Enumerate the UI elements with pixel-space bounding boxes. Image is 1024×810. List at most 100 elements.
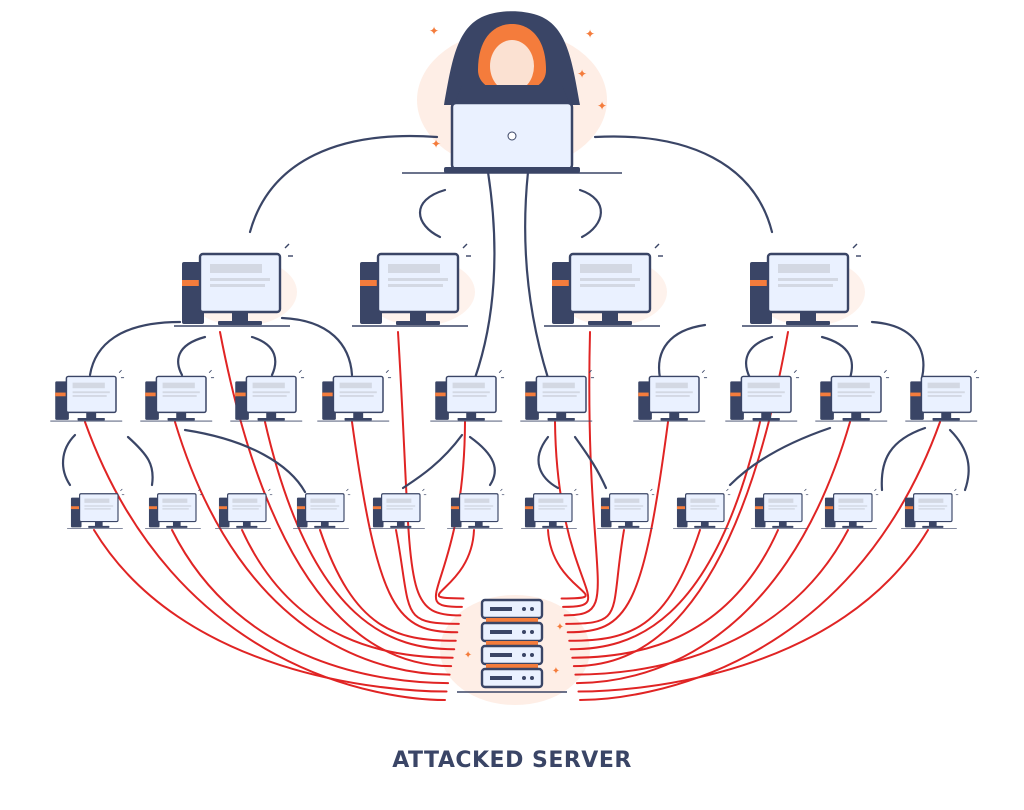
control-line	[573, 435, 608, 490]
monitor-base	[932, 417, 960, 421]
screen-line	[464, 508, 491, 510]
tower-stripe	[638, 392, 652, 397]
monitor-neck	[848, 521, 857, 527]
bot-computer	[520, 369, 595, 422]
control-line	[880, 426, 927, 492]
control-line	[948, 428, 970, 492]
tower-stripe	[372, 506, 384, 510]
spark-icon	[284, 243, 290, 249]
screen-line	[310, 508, 337, 510]
attack-line	[565, 529, 625, 625]
screen-line	[452, 395, 487, 397]
spark-icon	[701, 369, 705, 374]
attack-line	[351, 421, 459, 634]
tower	[525, 381, 539, 420]
tower-stripe	[676, 506, 688, 510]
tower	[524, 497, 536, 528]
handler-computer	[174, 243, 293, 327]
monitor-neck	[410, 312, 426, 322]
monitor	[245, 375, 297, 414]
control-line	[870, 320, 925, 380]
screen-bar	[72, 382, 105, 389]
attack-line	[174, 421, 451, 676]
bot-computer	[751, 488, 809, 529]
screen-bar	[388, 264, 440, 273]
monitor-base	[842, 417, 870, 421]
screen-line	[542, 395, 577, 397]
monitor	[157, 493, 197, 523]
monitor-base	[694, 525, 716, 528]
screen-bar	[252, 382, 285, 389]
spark-icon	[346, 488, 349, 492]
attack-line	[547, 529, 587, 600]
screen-bar	[386, 498, 412, 503]
monitor-base	[344, 417, 372, 421]
tower	[600, 497, 612, 528]
tower-stripe	[148, 506, 160, 510]
tower	[145, 381, 159, 420]
control-line	[658, 323, 707, 380]
monitor	[833, 493, 873, 523]
spark-icon	[268, 488, 271, 492]
attacker-node: ✦✦✦✦✦	[402, 11, 622, 174]
sparkle-icon: ✦	[431, 137, 441, 151]
bot-computer	[815, 369, 890, 422]
monitor-neck	[94, 521, 103, 527]
screen-line	[580, 278, 640, 281]
screen-bar	[614, 498, 640, 503]
screen-line	[339, 391, 377, 394]
monitor-base	[314, 525, 336, 528]
spark-icon	[462, 243, 468, 249]
monitor	[155, 375, 207, 414]
monitor-base	[542, 525, 564, 528]
monitor	[305, 493, 345, 523]
monitor	[766, 252, 850, 314]
control-line	[401, 433, 464, 490]
control-line	[593, 135, 774, 234]
tower-stripe	[182, 280, 204, 286]
monitor	[376, 252, 460, 314]
tower-stripe	[754, 506, 766, 510]
screen-line	[837, 391, 875, 394]
monitor	[740, 375, 792, 414]
control-line	[473, 170, 496, 380]
monitor-base	[390, 525, 412, 528]
screen-line	[72, 395, 107, 397]
monitor-neck	[548, 521, 557, 527]
monitor	[648, 375, 700, 414]
tower	[676, 497, 688, 528]
spark-icon	[654, 243, 660, 249]
server-slot	[490, 607, 512, 611]
screen-line	[838, 508, 865, 510]
tower-stripe	[600, 506, 612, 510]
tower	[820, 381, 834, 420]
screen-bar	[84, 498, 110, 503]
attack-line	[579, 421, 941, 701]
screen-line	[690, 508, 717, 510]
screen-bar	[778, 264, 830, 273]
attack-line	[264, 421, 456, 651]
attack-traffic-lines	[84, 331, 941, 701]
attack-line	[171, 529, 450, 685]
spark-icon	[208, 369, 212, 374]
tower-stripe	[824, 506, 836, 510]
bot-computer	[67, 488, 125, 529]
tower-stripe	[450, 506, 462, 510]
bot-computer	[230, 369, 305, 422]
screen-line	[162, 395, 197, 397]
spark-icon	[954, 488, 957, 492]
spark-icon	[574, 488, 577, 492]
screen-bar	[837, 382, 870, 389]
face	[490, 40, 534, 92]
attack-line	[563, 331, 599, 617]
control-line	[177, 335, 207, 377]
monitor-base	[842, 525, 864, 528]
monitor-neck	[474, 521, 483, 527]
laptop-logo	[507, 131, 517, 141]
handler-computer	[742, 243, 861, 327]
spark-icon	[874, 488, 877, 492]
control-line	[280, 316, 354, 377]
bot-computer	[901, 488, 959, 529]
spark-icon	[498, 369, 502, 374]
monitor-neck	[466, 412, 477, 419]
